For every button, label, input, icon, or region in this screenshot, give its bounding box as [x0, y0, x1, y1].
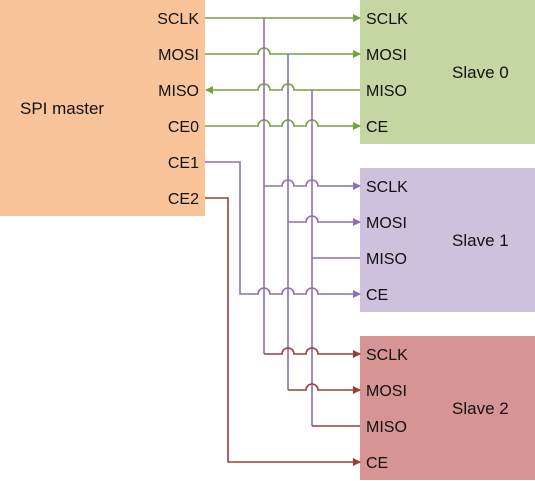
- slave-1-pin-ce: CE: [366, 287, 388, 304]
- slave-1-box: [360, 168, 535, 312]
- wire-mosi-0: [205, 47, 361, 58]
- slave-1-title: Slave 1: [452, 231, 509, 250]
- wire-ce0: [205, 119, 361, 130]
- master-pin-miso: MISO: [158, 83, 199, 100]
- slave-2-pin-sclk: SCLK: [366, 347, 408, 364]
- wire-miso-0: [205, 83, 360, 94]
- slave-1-pin-mosi: MOSI: [366, 215, 407, 232]
- master-pin-sclk: SCLK: [157, 11, 199, 28]
- wire-sclk-2: [264, 347, 361, 358]
- slave-0-pin-mosi: MOSI: [366, 47, 407, 64]
- master-pin-ce2: CE2: [168, 191, 199, 208]
- slave-2-pin-miso: MISO: [366, 419, 407, 436]
- master-pin-ce0: CE0: [168, 119, 199, 136]
- spi-master-box: [0, 0, 205, 216]
- wire-mosi-2: [288, 383, 361, 394]
- slave-2-pin-ce: CE: [366, 455, 388, 472]
- slave-1-pin-sclk: SCLK: [366, 179, 408, 196]
- master-pin-mosi: MOSI: [158, 47, 199, 64]
- wire-ce2: [205, 197, 361, 466]
- slave-2-box: [360, 336, 535, 480]
- slave-0-box: [360, 0, 535, 144]
- wire-mosi-1: [288, 215, 361, 226]
- slave-2-wires: [205, 197, 361, 466]
- wire-sclk-1: [264, 179, 361, 190]
- slave-1-pin-miso: MISO: [366, 251, 407, 268]
- master-pin-ce1: CE1: [168, 155, 199, 172]
- wire-ce1: [205, 161, 361, 298]
- slave-2-title: Slave 2: [452, 399, 509, 418]
- slave-0-wires: [205, 14, 361, 130]
- slave-2-pin-mosi: MOSI: [366, 383, 407, 400]
- master-title: SPI master: [20, 99, 104, 118]
- slave-0-pin-miso: MISO: [366, 83, 407, 100]
- slave-0-pin-sclk: SCLK: [366, 11, 408, 28]
- slave-0-pin-ce: CE: [366, 119, 388, 136]
- slave-1-wires: [205, 18, 361, 426]
- slave-0-title: Slave 0: [452, 63, 509, 82]
